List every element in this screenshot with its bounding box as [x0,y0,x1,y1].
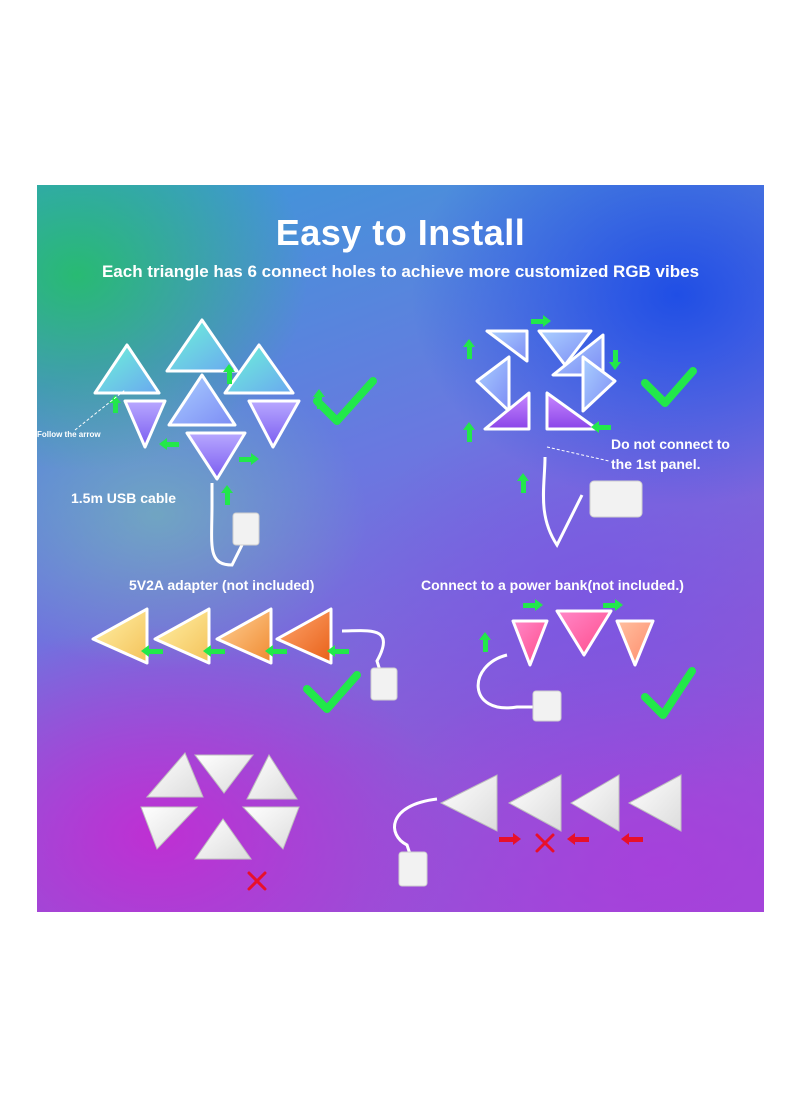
cross-icon [247,871,267,891]
adapter-label: 5V2A adapter (not included) [129,577,315,593]
arrow-icon-group-tr [463,315,621,493]
arrow-icon-group-ml [141,645,349,657]
check-icon [303,671,361,713]
arrow-icon-group-br [499,833,643,845]
arrow-icon-group-tl [109,364,325,505]
cluster-bottom-right-white [393,774,682,887]
power-bank-icon [589,480,643,518]
check-icon [313,377,377,425]
do-not-connect-label-1: Do not connect to [611,436,730,452]
cross-icon [535,833,555,853]
install-guide-card: Easy to Install Each triangle has 6 conn… [37,185,764,912]
do-not-connect-label-2: the 1st panel. [611,456,701,472]
cluster-top-right-hex [475,329,643,548]
usb-adapter-icon [532,690,562,722]
check-icon [641,367,697,407]
check-icon [641,667,696,719]
usb-adapter-icon [370,667,398,701]
usb-adapter-icon [398,851,428,887]
power-bank-label: Connect to a power bank(not included.) [421,577,684,593]
follow-arrow-label: Follow the arrow [37,430,101,439]
arrow-icon-group-mr [479,599,623,652]
cluster-middle-right [476,609,655,722]
cluster-top-left [93,318,301,567]
install-diagram [74,315,697,891]
usb-cable-label: 1.5m USB cable [71,490,177,506]
page-title: Easy to Install [275,212,526,253]
cluster-bottom-left-white [140,752,300,860]
page-subtitle: Each triangle has 6 connect holes to ach… [101,262,700,281]
cluster-middle-left-chain [91,607,398,701]
